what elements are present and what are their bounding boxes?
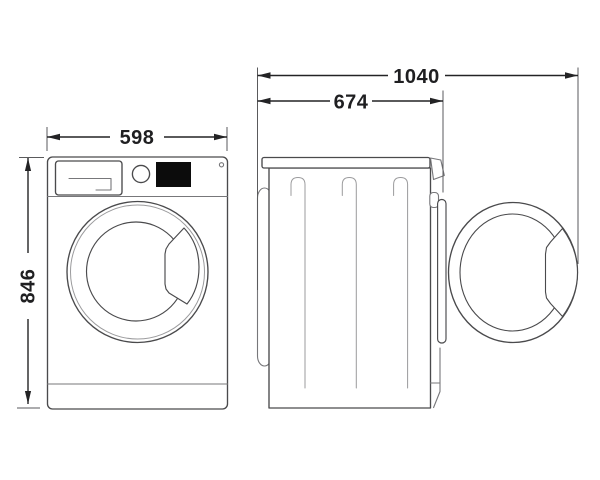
dimension-depth: 674 [257,90,444,193]
door-handle [164,227,200,305]
side-panel-grooves [290,177,409,389]
arrow-left-icon [257,72,271,79]
detergent-drawer [54,160,123,196]
door-frame-trim [437,198,447,344]
front-door [66,200,209,344]
front-cabinet-outline [46,156,229,410]
top-lid [261,156,431,169]
groove-line [341,177,357,389]
program-knob [131,164,151,184]
open-door-handle [544,227,579,318]
side-view [256,156,579,409]
height-label: 846 [18,269,40,304]
depth-door-open-label: 1040 [393,66,440,88]
depth-label: 674 [334,92,369,114]
top-lid-front-edge [429,157,445,181]
door-outer-rim [66,200,209,344]
arrow-right-icon [430,97,443,105]
door-inner-rim [70,204,205,340]
arrow-down-icon [24,391,32,404]
groove-line [393,177,409,389]
arrow-right-icon [214,133,227,141]
dimension-depth-door-open: 1040 [257,66,579,290]
arrow-left-icon [47,133,60,141]
open-door [447,201,579,344]
hinge-upper [429,191,440,209]
front-view [46,156,229,410]
arrow-left-icon [257,97,271,105]
power-indicator-icon [218,162,225,168]
dimension-height: 846 [17,157,44,409]
dimension-width: 598 [46,127,228,151]
display-screen [156,162,191,187]
detergent-drawer-detail [68,177,112,191]
groove-line [290,177,306,389]
width-label: 598 [120,127,155,149]
arrow-right-icon [565,72,578,79]
front-fascia-lower-edge [433,347,441,409]
arrow-up-icon [24,158,32,171]
side-cabinet-outline [268,167,432,409]
